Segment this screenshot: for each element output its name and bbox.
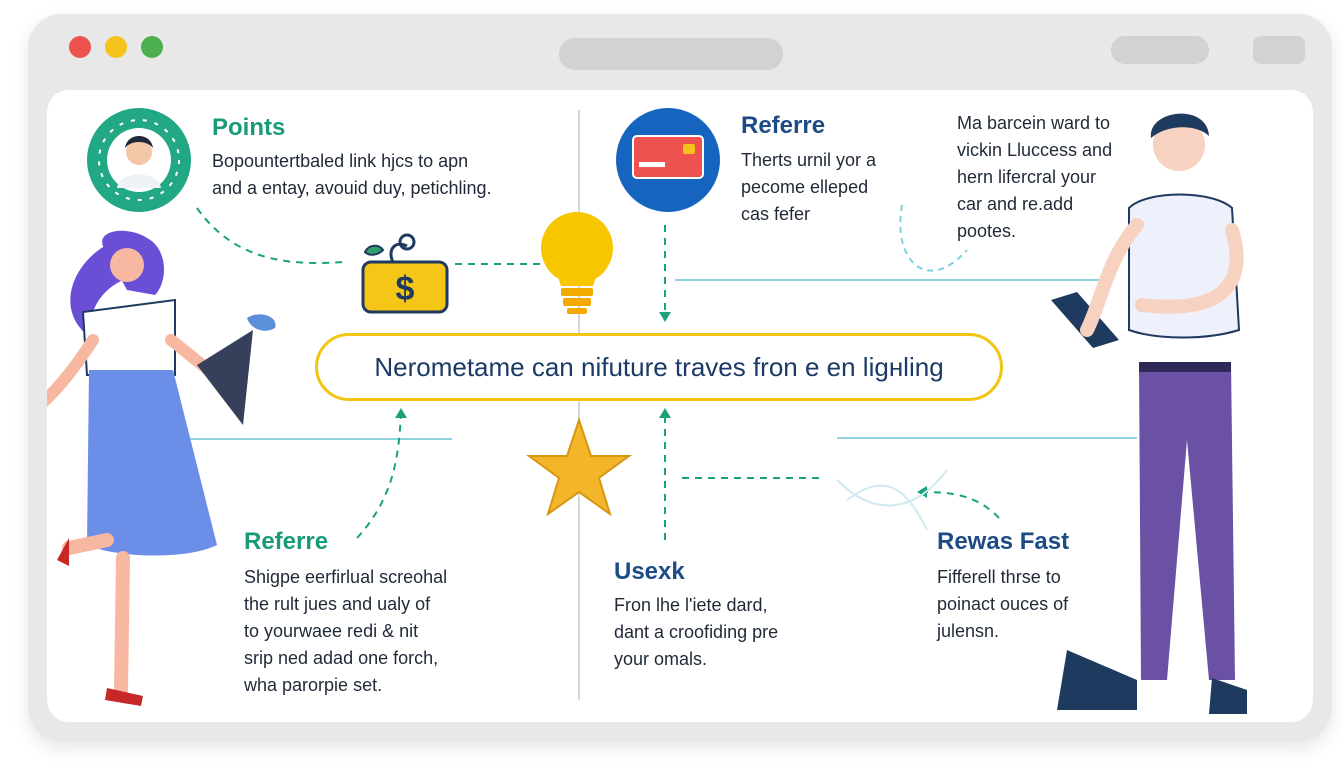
minimize-dot[interactable] — [105, 36, 127, 58]
usexk-text: Fron lhe l'iete dard, dant a croofiding … — [614, 595, 779, 669]
woman-illustration — [47, 230, 276, 706]
faint-swirl — [836, 469, 948, 531]
banner-text: Nerometame can nifuture traves fron e en… — [374, 351, 944, 382]
diagram-art: $ — [47, 108, 1247, 714]
svg-text:$: $ — [396, 270, 415, 308]
arrow-head — [659, 408, 671, 418]
dashed-arrow — [921, 491, 1000, 519]
dashed-arrow — [356, 411, 402, 539]
rewas-title: Rewas Fast — [937, 528, 1070, 555]
headline-banner: Nerometame can nifuture traves fron e en… — [315, 333, 1003, 401]
referre-top-text: Therts urnil yor a pecome elleped cas fe… — [741, 150, 877, 224]
credit-card-icon — [616, 108, 720, 212]
avatar-icon — [87, 108, 191, 212]
man-illustration — [1051, 113, 1247, 714]
referre-bottom-text: Shigpe eerfirlual screohal the rult jues… — [244, 567, 448, 695]
dashed-arrow — [196, 207, 346, 264]
top-right-text: Ma barcein ward to vickin Lluccess and h… — [957, 113, 1113, 241]
maximize-dot[interactable] — [141, 36, 163, 58]
usexk-title: Usexk — [614, 558, 685, 585]
address-bar[interactable] — [559, 38, 783, 70]
arrow-head — [917, 486, 927, 498]
money-bag-icon: $ — [361, 233, 449, 314]
referre-top-title: Referre — [741, 112, 826, 139]
rewas-text: Fifferell thrse to poinact ouces of jule… — [937, 567, 1069, 641]
star-icon — [525, 416, 633, 517]
referre-bottom-title: Referre — [244, 528, 329, 555]
points-text: Bopountertbaled link hjcs to apn and a e… — [212, 151, 492, 198]
menu-button[interactable] — [1253, 36, 1305, 64]
lightbulb-icon — [541, 212, 613, 314]
arrow-head — [659, 312, 671, 322]
content-area: $ — [47, 90, 1313, 722]
toolbar-button[interactable] — [1111, 36, 1209, 64]
close-dot[interactable] — [69, 36, 91, 58]
points-title: Points — [212, 114, 286, 141]
arrow-head — [395, 408, 407, 418]
